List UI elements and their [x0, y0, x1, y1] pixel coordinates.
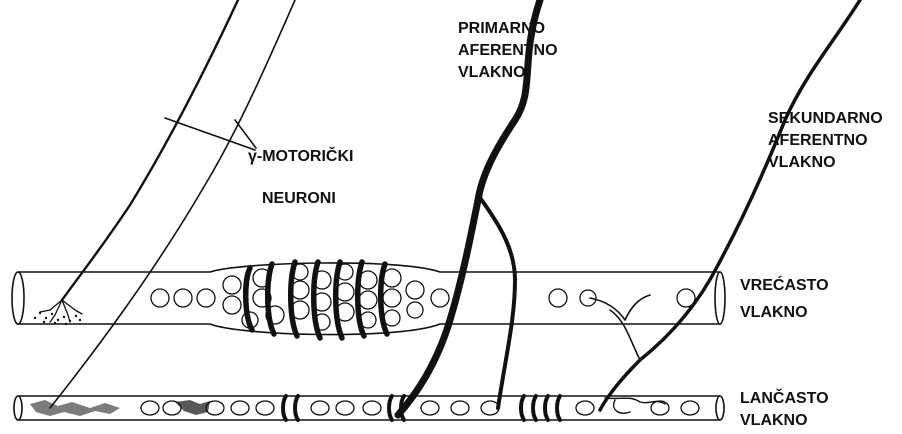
secondary-afferent-label: SEKUNDARNO AFERENTNO VLAKNO: [768, 108, 883, 174]
bag-fiber-nuclei: [151, 264, 695, 330]
chain-fiber-left-end: [14, 396, 22, 420]
secondary-ending-bag: [590, 295, 650, 360]
primary-afferent-label: PRIMARNO AFERENTNO VLAKNO: [458, 18, 558, 84]
bag-fiber-label-line-2: VLAKNO: [740, 299, 829, 326]
neurons-label: NEURONI: [262, 188, 336, 210]
secondary-afferent-label-line-3: VLAKNO: [768, 152, 883, 174]
gamma-indicator-lines: [165, 118, 256, 150]
bag-fiber-left-end: [12, 272, 24, 324]
bag-fiber-outline: [18, 263, 720, 335]
endplate-stipple-bag: [34, 312, 81, 325]
bag-fiber-label-line-1: VREĆASTO: [740, 272, 829, 299]
endplate-stipple-chain: [30, 400, 210, 416]
secondary-afferent-label-line-2: AFERENTNO: [768, 130, 883, 152]
primary-afferent-label-line-3: VLAKNO: [458, 62, 558, 84]
chain-fiber-label-line-1: LANČASTO: [740, 388, 829, 410]
primary-afferent-branch: [478, 195, 515, 408]
bag-fiber-right-end: [715, 272, 725, 324]
chain-fiber-label-line-2: VLAKNO: [740, 410, 829, 432]
secondary-afferent-label-line-1: SEKUNDARNO: [768, 108, 883, 130]
primary-afferent-label-line-1: PRIMARNO: [458, 18, 558, 40]
secondary-afferent: [600, 0, 860, 410]
gamma-motor-label: γ-MOTORIČKI: [248, 146, 353, 168]
gamma-neuron-2: [50, 0, 295, 408]
chain-fiber-right-end: [716, 396, 724, 420]
chain-fiber-label: LANČASTO VLAKNO: [740, 388, 829, 432]
bag-fiber-label: VREĆASTO VLAKNO: [740, 272, 829, 326]
primary-afferent-label-line-2: AFERENTNO: [458, 40, 558, 62]
annulospiral-bag: [246, 262, 387, 338]
chain-fiber-nuclei: [141, 401, 699, 415]
gamma-neuron-1: [62, 0, 238, 300]
secondary-ending-chain: [605, 398, 665, 413]
